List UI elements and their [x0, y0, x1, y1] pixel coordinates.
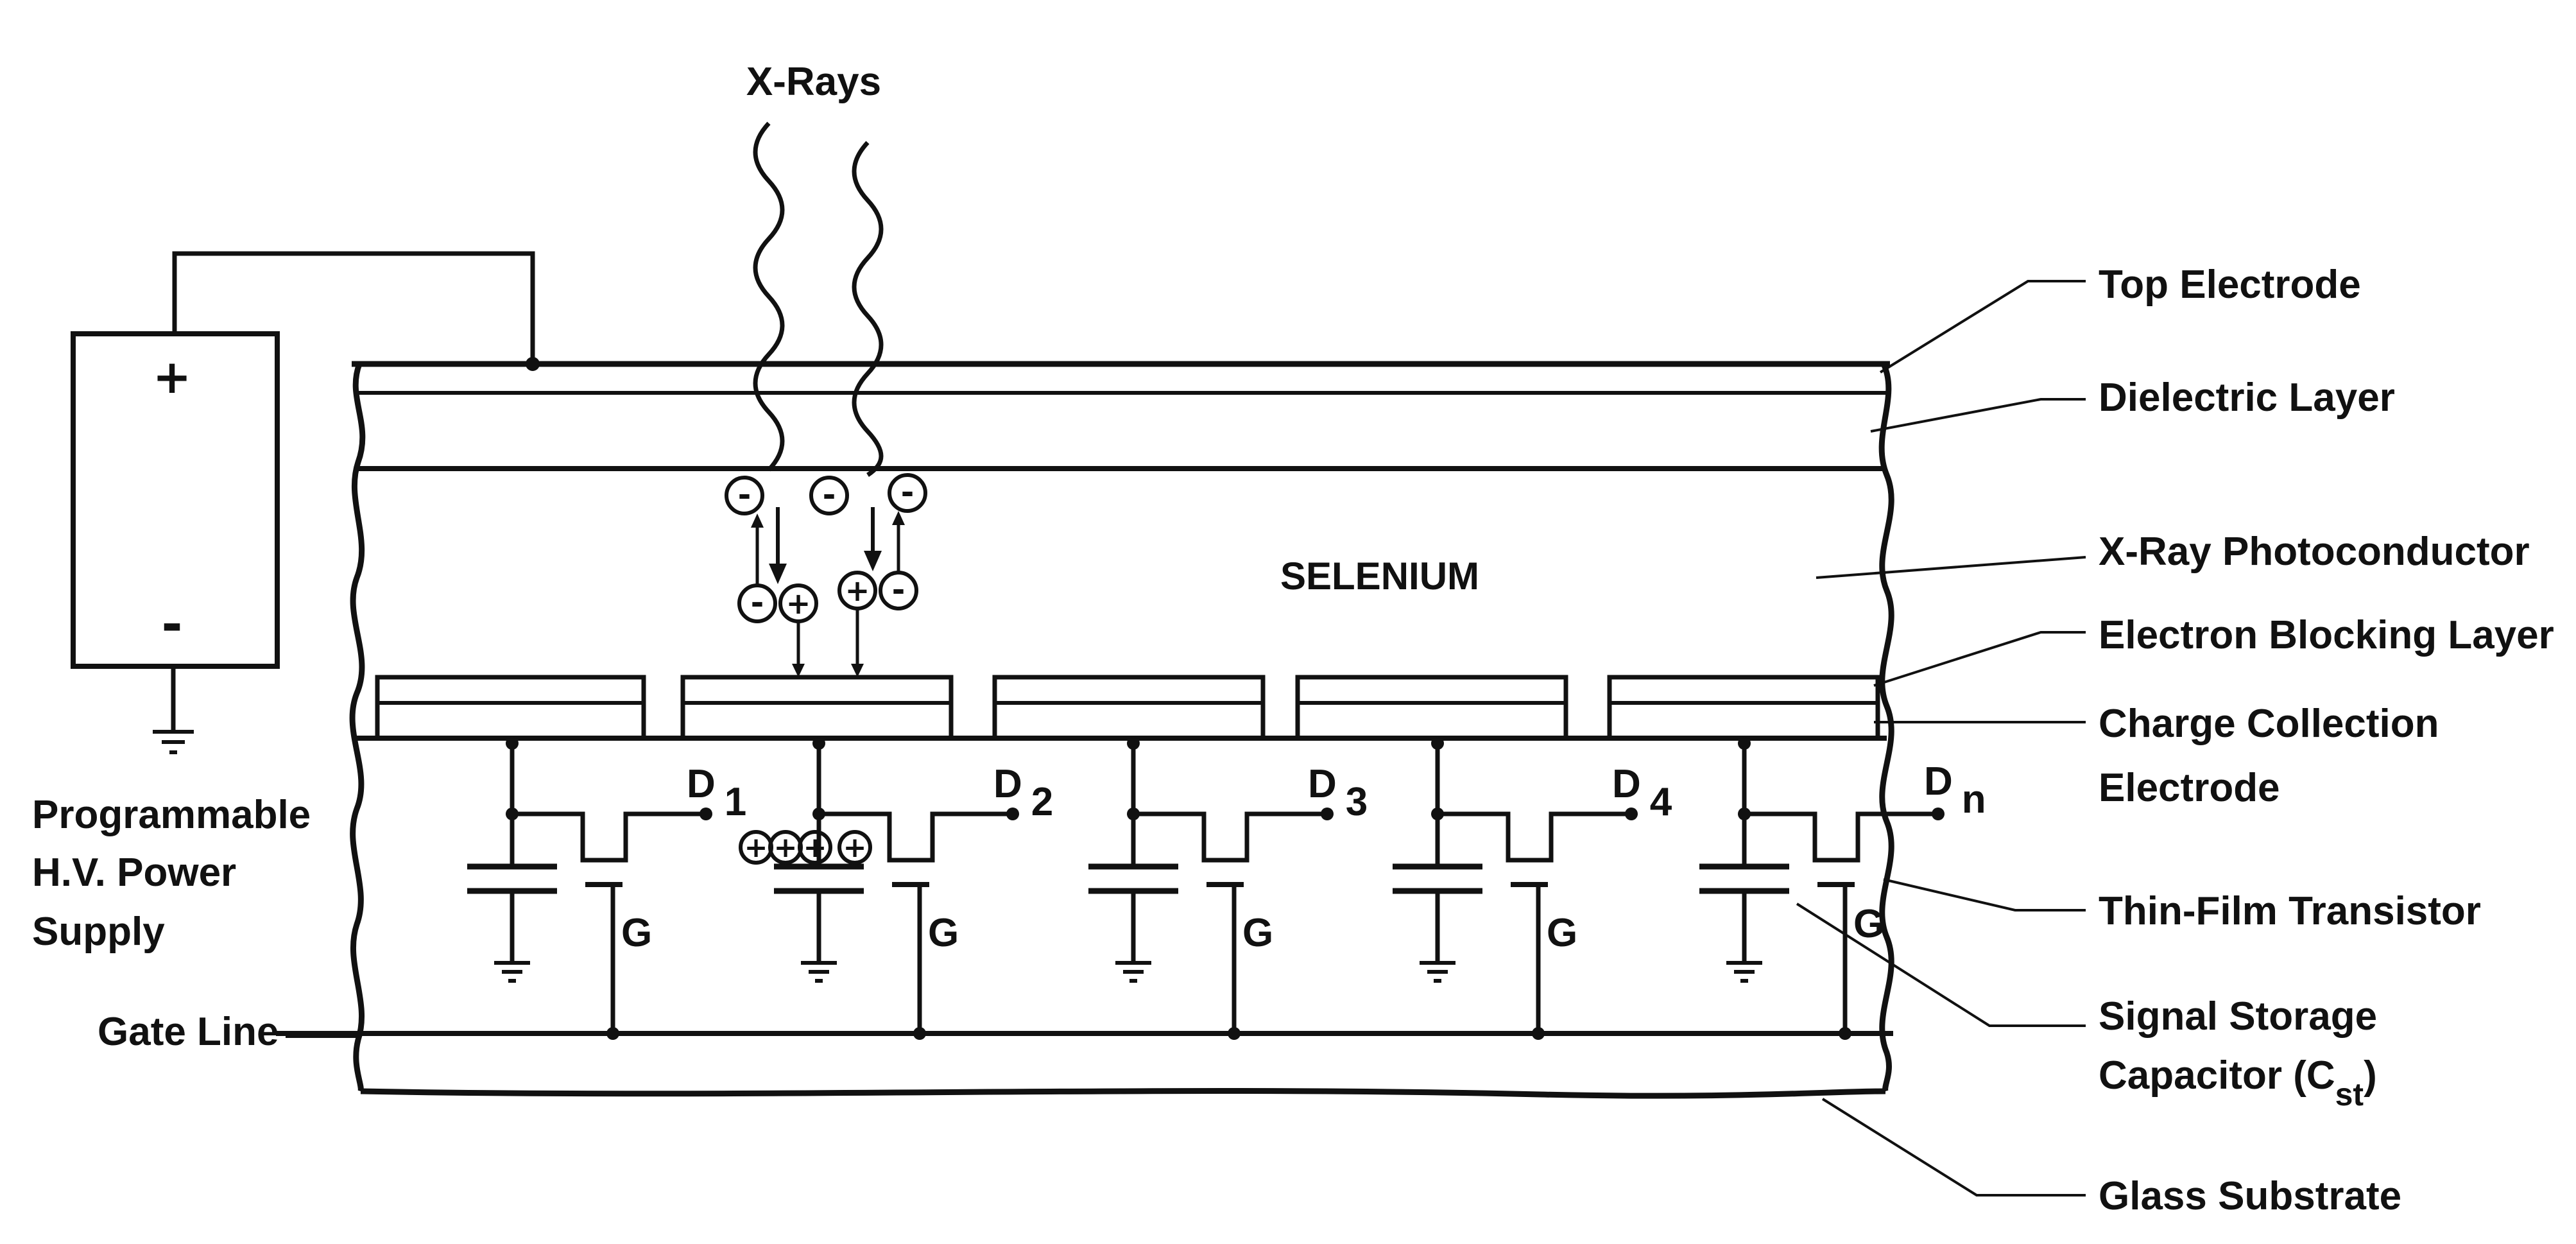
svg-text:-: -: [738, 476, 751, 514]
glass-substrate-label: Glass Substrate: [2099, 1174, 2401, 1218]
blocking-layer-leader: [1873, 631, 2086, 687]
top-electrode-label: Top Electrode: [2099, 263, 2361, 307]
svg-text:+: +: [786, 586, 811, 621]
left-wavy-edge: [349, 363, 366, 1093]
pixel-circuit-5: [1699, 737, 1945, 1040]
dielectric-leader: [1870, 398, 2086, 433]
glass-substrate-bottom: [360, 1088, 1886, 1099]
xray-waves: X-Rays: [746, 60, 884, 477]
thin-film-transistor-label: Thin-Film Transistor: [2099, 889, 2481, 933]
right-wavy-edge: [1878, 363, 1894, 1093]
svg-text:-: -: [823, 476, 836, 514]
signal-storage-capacitor-label: Signal Storage Capacitor (Cst): [2099, 994, 2388, 1112]
power-supply: + -: [71, 251, 540, 754]
pixel-circuit-3: [1088, 737, 1334, 1040]
dielectric-layer-label: Dielectric Layer: [2099, 376, 2395, 420]
svg-text:+: +: [774, 831, 798, 864]
svg-text:+: +: [845, 573, 870, 608]
pixel-circuit-2: [774, 737, 1019, 1040]
gate-label-5: G: [1853, 902, 1884, 946]
charge-pairs: - - - - + + -: [725, 473, 927, 677]
collection-pad-4: [1295, 675, 1568, 741]
pixel-circuits: [467, 737, 1945, 1040]
top-electrode-leader: [1879, 280, 2086, 374]
storage-capacitor-leader: [1796, 903, 2086, 1027]
svg-text:+: +: [843, 831, 867, 864]
electron-blocking-layer-label: Electron Blocking Layer: [2099, 613, 2554, 657]
xray-wave-2: [852, 141, 884, 477]
power-supply-minus: -: [161, 594, 182, 654]
power-supply-wire: [172, 251, 535, 364]
gate-labels: G G G G G: [621, 902, 1884, 955]
collection-electrodes: [375, 675, 1880, 741]
xray-label: X-Rays: [746, 60, 881, 104]
tft-leader: [1883, 878, 2086, 911]
svg-text:-: -: [892, 571, 906, 609]
collection-pad-2: [680, 675, 954, 741]
charge-collection-electrode-label: Charge Collection Electrode: [2099, 702, 2450, 810]
gate-label-4: G: [1547, 911, 1577, 955]
collection-pad-5: [1607, 675, 1880, 741]
collection-pad-1: [375, 675, 646, 741]
xray-wave-1: [753, 121, 785, 472]
pixel-circuit-1: [467, 737, 712, 1040]
svg-text:+: +: [744, 831, 768, 864]
xray-photoconductor-label: X-Ray Photoconductor: [2099, 530, 2530, 574]
photoconductor-leader: [1816, 556, 2086, 579]
gate-label-2: G: [928, 911, 959, 955]
svg-text:-: -: [751, 584, 764, 621]
pixel-circuit-4: [1393, 737, 1638, 1040]
svg-text:-: -: [901, 474, 914, 511]
selenium-label: SELENIUM: [1280, 555, 1479, 598]
power-supply-plus: +: [153, 350, 191, 404]
gate-label-1: G: [621, 911, 652, 955]
collection-pad-3: [992, 675, 1266, 741]
power-supply-label: Programmable H.V. Power Supply: [32, 793, 322, 954]
gate-line-label: Gate Line: [98, 1010, 279, 1054]
detector-block: [276, 361, 1894, 1099]
layer-callouts: Top Electrode Dielectric Layer X-Ray Pho…: [1796, 263, 2554, 1218]
stored-charges: + + + +: [739, 830, 872, 865]
gate-label-3: G: [1242, 911, 1273, 955]
glass-substrate-leader: [1821, 1098, 2086, 1196]
svg-text:+: +: [803, 831, 827, 864]
